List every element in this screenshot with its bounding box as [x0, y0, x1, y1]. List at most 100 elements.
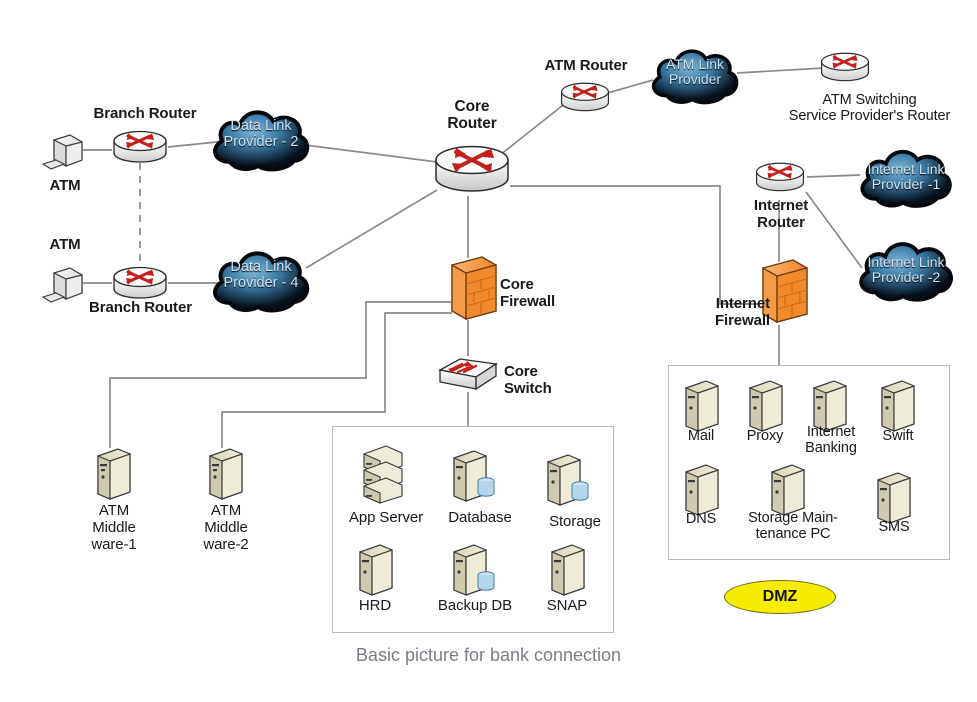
db-cylinder [477, 571, 495, 591]
dmz-server-dns[interactable] [680, 462, 722, 518]
core-server-database[interactable] [448, 448, 500, 506]
atm-router[interactable] [558, 78, 612, 120]
internet-router-label: Internet Router [753, 197, 809, 231]
dmz-server-swift[interactable] [876, 378, 918, 434]
server-icon [749, 380, 783, 432]
cloud-icon [859, 242, 953, 302]
internet-firewall-label: Internet Firewall [714, 295, 770, 329]
server-icon [685, 380, 719, 432]
branch-router-top[interactable] [110, 127, 170, 171]
atm-middleware-2-label: ATM Middle ware-2 [203, 502, 249, 553]
dmz-server-label-0: Mail [687, 428, 715, 444]
firewall-icon [451, 256, 497, 321]
atm-link-provider[interactable] [645, 40, 745, 112]
dmz-server-storage-maintenance-pc[interactable] [766, 462, 808, 518]
dmz-server-proxy[interactable] [744, 378, 786, 434]
link-core-firewall-to-atm-middleware-2 [221, 312, 452, 448]
atm-switching-service-provider-router[interactable] [818, 48, 872, 90]
link-core-router-to-internet-firewall [510, 185, 760, 305]
link-atm-router-to-atm-link-provider [603, 79, 654, 95]
diagram-caption: Basic picture for bank connection [355, 645, 622, 665]
router-icon [821, 52, 869, 82]
atm-middleware-2[interactable] [204, 446, 246, 502]
atm-router-label: ATM Router [544, 57, 628, 74]
core-firewall[interactable] [446, 255, 502, 323]
server-icon [813, 380, 847, 432]
workstation-icon [41, 134, 83, 170]
cloud-icon [651, 49, 739, 105]
link-core-firewall-to-atm-middleware-1 [109, 301, 452, 448]
core-server-storage[interactable] [542, 452, 594, 510]
dmz-server-internet-banking[interactable] [808, 378, 850, 434]
branch-router-top-label: Branch Router [93, 105, 197, 122]
core-router[interactable] [432, 140, 512, 202]
router-icon [435, 145, 509, 192]
atm-top[interactable] [41, 132, 88, 176]
database-server-icon [453, 450, 495, 502]
cloud-icon [213, 110, 310, 172]
atm-bottom[interactable] [41, 265, 88, 309]
internet-router[interactable] [753, 158, 807, 200]
branch-router-bottom-label: Branch Router [89, 299, 192, 316]
data-link-provider-4[interactable] [206, 241, 316, 321]
core-server-hrd[interactable] [354, 542, 396, 598]
dmz-server-label-4: DNS [685, 511, 717, 527]
core-server-label-1: Database [448, 509, 512, 526]
atm-middleware-1[interactable] [92, 446, 134, 502]
atm-switching-router-label: ATM Switching Service Provider's Router [788, 92, 951, 125]
dmz-server-label-1: Proxy [746, 428, 784, 444]
core-server-label-5: SNAP [546, 597, 588, 614]
link-internet-router-to-ilp1 [806, 174, 861, 178]
cloud-icon [860, 149, 952, 208]
core-router-label: Core Router [447, 98, 497, 133]
dmz-server-group [668, 365, 950, 560]
router-icon [113, 266, 167, 299]
cloud-icon [213, 251, 310, 313]
data-link-provider-2[interactable] [206, 100, 316, 180]
server-icon [97, 448, 131, 500]
link-core-router-to-atm-router [499, 101, 568, 156]
db-cylinder [571, 481, 589, 501]
core-server-label-4: Backup DB [437, 597, 513, 614]
internet-firewall[interactable] [757, 258, 813, 326]
server-icon [551, 544, 585, 596]
server-icon [209, 448, 243, 500]
link-dlp2-to-core-router [304, 144, 438, 163]
atm-top-label: ATM [49, 177, 81, 194]
branch-router-bottom[interactable] [110, 263, 170, 307]
router-icon [756, 162, 804, 192]
dmz-badge: DMZ [724, 580, 836, 614]
server-icon [877, 472, 911, 524]
dmz-server-mail[interactable] [680, 378, 722, 434]
core-switch-label: Core Switch [504, 363, 552, 397]
router-icon [561, 82, 609, 112]
atm-middleware-1-label: ATM Middle ware-1 [91, 502, 137, 553]
core-server-backup-db[interactable] [448, 542, 500, 600]
internet-link-provider-2[interactable] [850, 232, 962, 310]
dmz-server-sms[interactable] [872, 470, 914, 526]
link-internet-router-to-ilp2 [805, 191, 863, 269]
switch-icon [438, 358, 498, 391]
workstation-icon [41, 267, 83, 303]
server-icon [685, 464, 719, 516]
server-icon [881, 380, 915, 432]
atm-bottom-label: ATM [49, 236, 81, 253]
db-cylinder [477, 477, 495, 497]
link-dlp4-to-core-router [305, 189, 438, 269]
core-server-app-server[interactable] [356, 442, 414, 504]
core-firewall-label: Core Firewall [500, 276, 556, 310]
core-server-label-2: Storage [549, 513, 601, 530]
database-server-icon [453, 544, 495, 596]
server-icon [359, 544, 393, 596]
core-switch[interactable] [436, 354, 500, 396]
core-server-group [332, 426, 614, 633]
dmz-server-label-6: SMS [878, 519, 910, 535]
dmz-server-label-2: Internet Banking [805, 424, 857, 457]
core-server-snap[interactable] [546, 542, 588, 598]
core-server-label-0: App Server [348, 509, 424, 526]
link-atm-link-provider-to-switching-router [736, 67, 825, 74]
firewall-icon [762, 259, 808, 324]
internet-link-provider-1[interactable] [850, 140, 962, 216]
